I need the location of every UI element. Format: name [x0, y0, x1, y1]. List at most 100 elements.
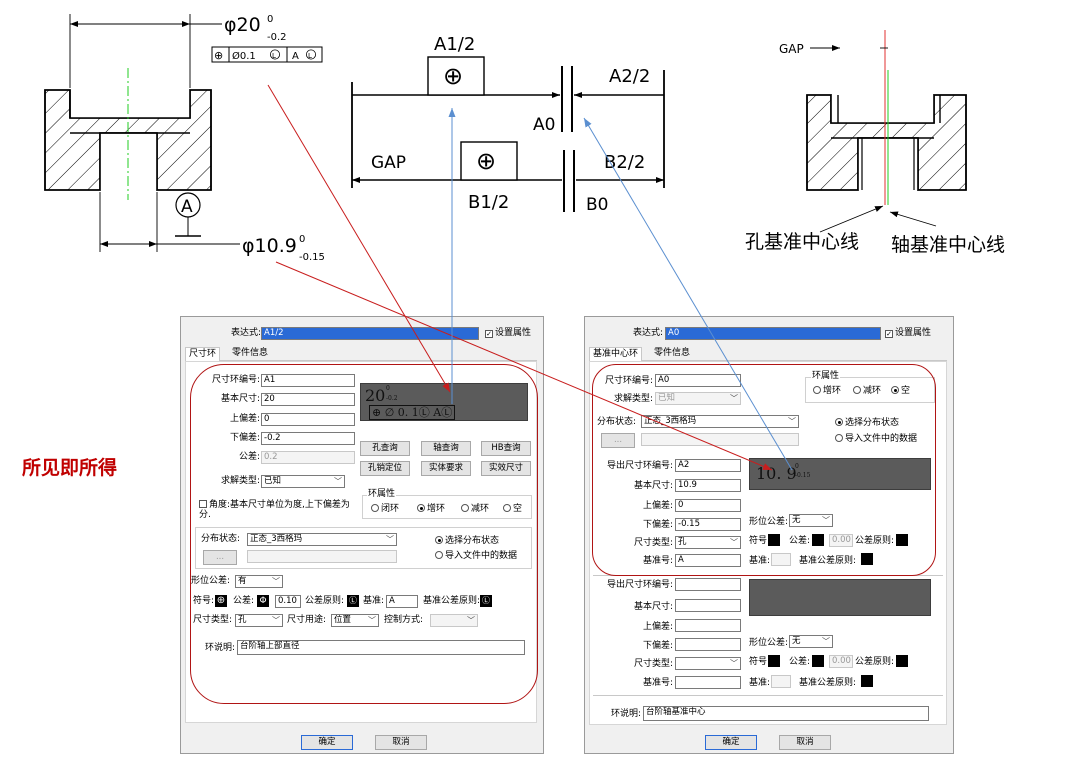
ring-desc-input[interactable]: 台阶轴上部直径 — [237, 640, 525, 655]
export-id-input[interactable]: A2 — [675, 459, 741, 472]
datum-no-input-2[interactable] — [675, 676, 741, 689]
cancel-button[interactable]: 取消 — [375, 735, 427, 750]
expr-input[interactable]: A0 — [665, 327, 881, 340]
upper-dev-input[interactable]: 0 — [261, 413, 355, 426]
radio-decreasing[interactable]: 减环 — [853, 385, 881, 397]
lmc-modifier-icon[interactable]: Ⓛ — [347, 595, 359, 607]
solve-type-select[interactable]: 已知﹀ — [655, 392, 741, 405]
radio-empty[interactable]: 空 — [891, 385, 910, 397]
tol-swatch[interactable] — [812, 534, 824, 546]
radio-selected-icon — [435, 536, 443, 544]
radio-select-distribution[interactable]: 选择分布状态 — [435, 535, 499, 547]
distribution-select[interactable]: 正态_3西格玛﹀ — [641, 415, 799, 428]
export-id-label: 导出尺寸环编号: — [606, 461, 673, 471]
radio-increasing[interactable]: 增环 — [813, 385, 841, 397]
geo-tolerance-label-2: 形位公差: — [749, 638, 789, 648]
preview-fcf: ⊕ ∅ 0. 1Ⓛ AⓁ — [369, 405, 456, 420]
tolerance-preview-2 — [749, 579, 931, 616]
principle-swatch[interactable] — [896, 534, 908, 546]
tol-swatch-2[interactable] — [812, 655, 824, 667]
tab-part-info[interactable]: 零件信息 — [654, 348, 691, 358]
hole-query-button[interactable]: 孔查询 — [360, 441, 410, 456]
lower-dev-input-2[interactable] — [675, 638, 741, 651]
lower-dev-input[interactable]: -0.15 — [675, 518, 741, 531]
ring-attr-title: 环属性 — [367, 488, 397, 500]
diameter-symbol-icon[interactable]: Φ — [257, 595, 269, 607]
browse-button[interactable]: ... — [601, 433, 635, 448]
symbol-swatch-2[interactable] — [768, 655, 780, 667]
tab-dimension-ring[interactable]: 尺寸环 — [185, 347, 221, 361]
basic-size-input-2[interactable] — [675, 599, 741, 612]
radio-import-data[interactable]: 导入文件中的数据 — [435, 550, 517, 562]
checkbox-checked-icon: ✓ — [885, 330, 893, 338]
hb-query-button[interactable]: HB查询 — [481, 441, 531, 456]
pin-locate-button[interactable]: 孔销定位 — [360, 461, 410, 476]
basic-size-input[interactable]: 20 — [261, 393, 355, 406]
dim-type-select[interactable]: 孔﹀ — [235, 614, 283, 627]
radio-empty[interactable]: 空 — [503, 503, 522, 515]
label-b1-half: B1/2 — [468, 192, 509, 213]
tol-principle-label-2: 公差原则: — [855, 657, 895, 667]
geo-tolerance-select[interactable]: 有﹀ — [235, 575, 283, 588]
set-attr-checkbox[interactable]: ✓设置属性 — [885, 328, 932, 338]
ok-button[interactable]: 确定 — [705, 735, 757, 750]
fcf-tolerance: Ø0.1 — [232, 50, 256, 62]
radio-decreasing[interactable]: 减环 — [461, 503, 489, 515]
browse-button[interactable]: ... — [203, 550, 237, 565]
tab-datum-center-ring[interactable]: 基准中心环 — [589, 347, 643, 361]
radio-closed[interactable]: 闭环 — [371, 503, 399, 515]
ring-desc-input[interactable]: 台阶轴基准中心 — [643, 706, 929, 721]
chevron-down-icon: ﹀ — [467, 616, 475, 625]
upper-dev-label: 上偏差: — [642, 501, 673, 511]
solve-type-select[interactable]: 已知﹀ — [261, 475, 345, 488]
ring-id-input[interactable]: A1 — [261, 374, 355, 387]
control-mode-label: 控制方式: — [384, 615, 424, 625]
radio-increasing[interactable]: 增环 — [417, 503, 445, 515]
principle-swatch-2[interactable] — [896, 655, 908, 667]
separator — [593, 695, 943, 696]
ok-button[interactable]: 确定 — [301, 735, 353, 750]
basic-size-input[interactable]: 10.9 — [675, 479, 741, 492]
geo-tol-label: 公差: — [233, 596, 255, 606]
export-id-input-2[interactable] — [675, 578, 741, 591]
radio-import-data[interactable]: 导入文件中的数据 — [835, 433, 917, 445]
dim-type-select[interactable]: 孔﹀ — [675, 536, 741, 549]
upper-dev-input-2[interactable] — [675, 619, 741, 632]
datum-principle-swatch-2[interactable] — [861, 675, 873, 687]
chevron-down-icon: ﹀ — [822, 637, 830, 646]
ring-id-label: 尺寸环编号: — [211, 375, 260, 385]
upper-dev-input[interactable]: 0 — [675, 499, 741, 512]
control-mode-select[interactable]: ﹀ — [430, 614, 478, 627]
set-attr-checkbox[interactable]: ✓设置属性 — [485, 328, 532, 338]
position-symbol-icon[interactable]: ⊕ — [215, 595, 227, 607]
effective-size-button[interactable]: 实效尺寸 — [481, 461, 531, 476]
datum-principle-swatch[interactable] — [861, 553, 873, 565]
ring-id-input[interactable]: A0 — [655, 374, 741, 387]
datum-no-input[interactable]: A — [675, 554, 741, 567]
datum-lmc-icon[interactable]: Ⓛ — [480, 595, 492, 607]
datum-label: 基准: — [363, 596, 385, 606]
radio-select-distribution[interactable]: 选择分布状态 — [835, 417, 899, 429]
position-symbol: ⊕ — [214, 49, 223, 62]
datum-input[interactable]: A — [386, 595, 418, 608]
distribution-label: 分布状态: — [597, 417, 637, 427]
dim-use-select[interactable]: 位置﹀ — [331, 614, 379, 627]
expr-input[interactable]: A1/2 — [261, 327, 479, 340]
cancel-button[interactable]: 取消 — [779, 735, 831, 750]
geo-tolerance-select[interactable]: 无﹀ — [789, 514, 833, 527]
tab-part-info[interactable]: 零件信息 — [232, 348, 269, 358]
shaft-query-button[interactable]: 轴查询 — [421, 441, 471, 456]
solid-requirement-button[interactable]: 实体要求 — [421, 461, 471, 476]
left-bottom-dimension: φ10.9 — [242, 235, 297, 257]
angle-checkbox[interactable]: 角度:基本尺寸单位为度,上下偏差为分. — [199, 500, 350, 520]
lower-dev-input[interactable]: -0.2 — [261, 432, 355, 445]
geo-tolerance-select-2[interactable]: 无﹀ — [789, 635, 833, 648]
symbol-swatch[interactable] — [768, 534, 780, 546]
geo-tol-input[interactable]: 0.10 — [275, 595, 301, 608]
radio-selected-icon — [417, 504, 425, 512]
tab-bar: 基准中心环 零件信息 — [589, 347, 947, 361]
distribution-select[interactable]: 正态_3西格玛﹀ — [247, 533, 397, 546]
dim-type-select-2[interactable]: ﹀ — [675, 657, 741, 670]
